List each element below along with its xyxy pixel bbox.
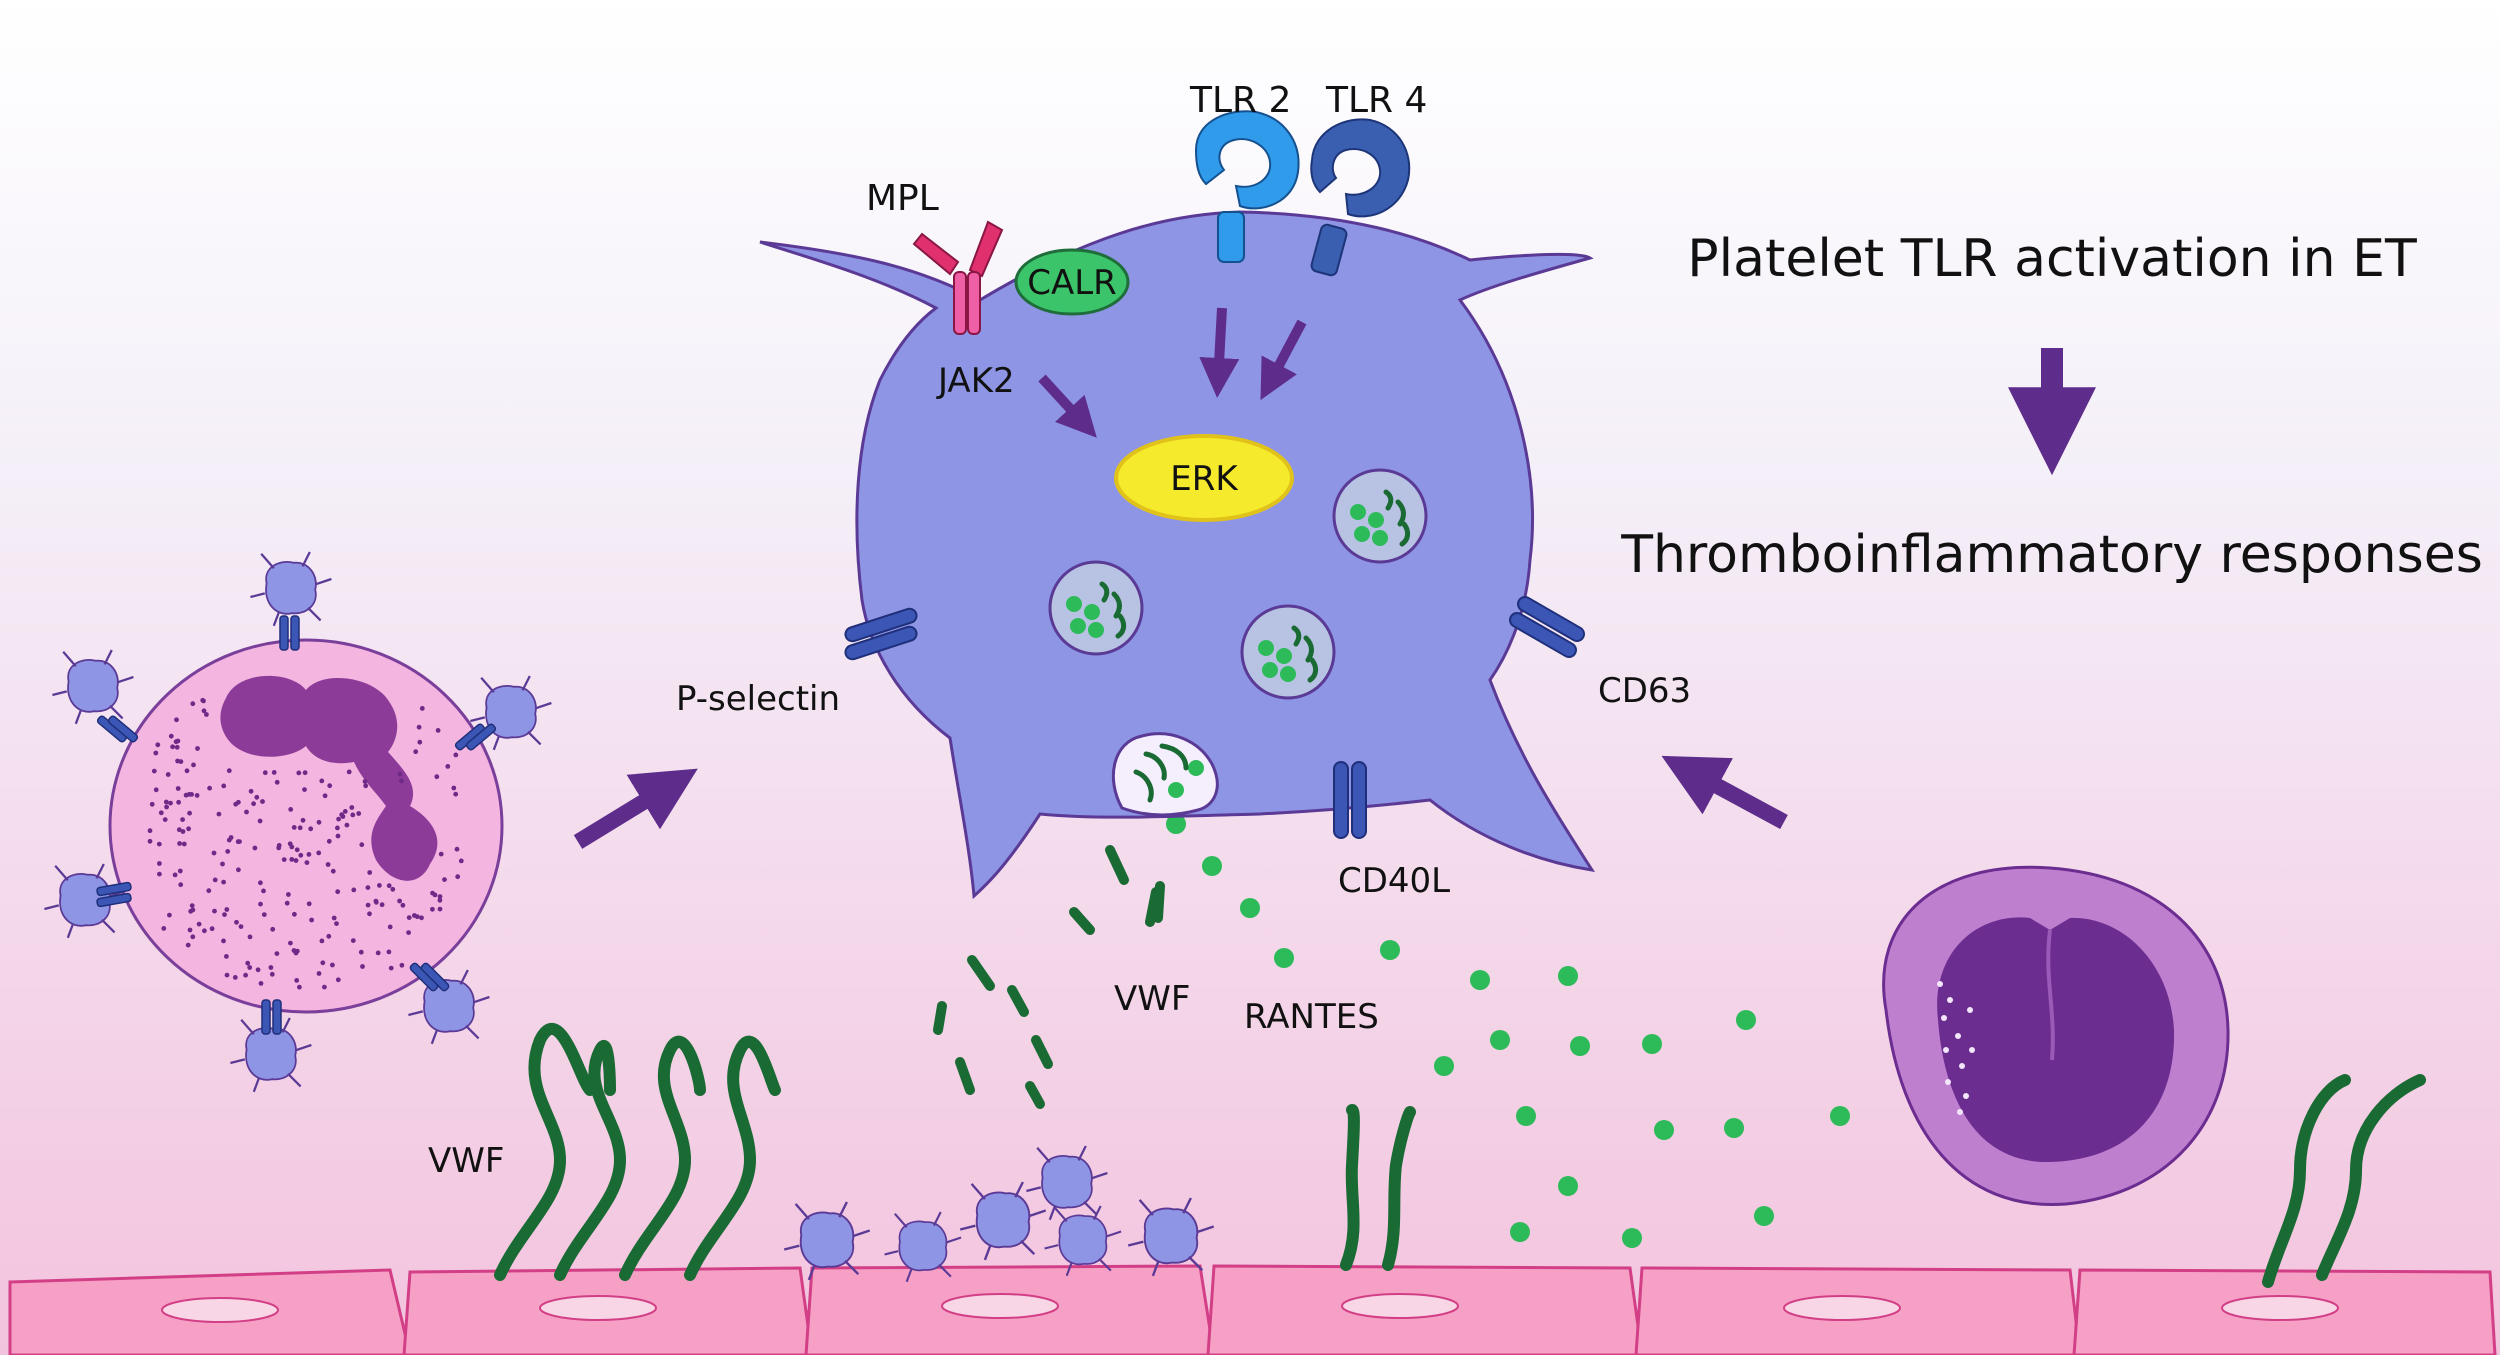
calr-ellipse: [1014, 248, 1130, 316]
arrow-leukocyte-to-platelet: [1661, 755, 1788, 830]
endothelium-layer: [8, 1264, 2497, 1355]
p-selectin-receptor: [844, 607, 918, 661]
label-rantes: RANTES: [1244, 997, 1379, 1037]
label-jak2: JAK2: [936, 361, 1015, 401]
label-mpl: MPL: [866, 178, 939, 219]
vwf-strands-endothelium: [494, 1023, 2426, 1288]
leukocyte: [1882, 865, 2230, 1207]
flow-title-top: Platelet TLR activation in ET: [1687, 229, 2417, 289]
activated-platelet: [759, 210, 1596, 900]
label-erk: ERK: [1170, 459, 1239, 499]
cd63-receptor: [1509, 596, 1585, 658]
signaling-arrows: [1038, 307, 1307, 438]
label-vwf-endothelium: VWF: [428, 1141, 504, 1181]
megakaryocyte-platelets: [43, 550, 553, 1093]
label-p-selectin: P-selectin: [676, 679, 840, 719]
label-tlr4: TLR 4: [1325, 80, 1427, 121]
vwf-dashes-released: [933, 845, 1165, 1109]
tlr2-receptor-icon: [1194, 110, 1300, 263]
rantes-dots: [1166, 814, 1850, 1248]
flow-title-bottom: Thromboinflammatory responses: [1620, 525, 2483, 585]
label-cd40l: CD40L: [1338, 861, 1450, 901]
label-cd63: CD63: [1598, 671, 1691, 711]
label-tlr2: TLR 2: [1189, 80, 1291, 121]
mpl-receptor-icon: [912, 220, 1004, 335]
exocytosing-granule: [1111, 732, 1219, 817]
label-calr: CALR: [1027, 263, 1117, 303]
label-vwf-released: VWF: [1114, 979, 1190, 1019]
arrow-megakaryocyte-to-platelet: [573, 768, 698, 849]
tlr4-receptor-icon: [1310, 118, 1411, 277]
megakaryocyte: [108, 638, 504, 1014]
cd40l-receptor: [1333, 761, 1367, 839]
erk-ellipse: [1114, 434, 1294, 522]
